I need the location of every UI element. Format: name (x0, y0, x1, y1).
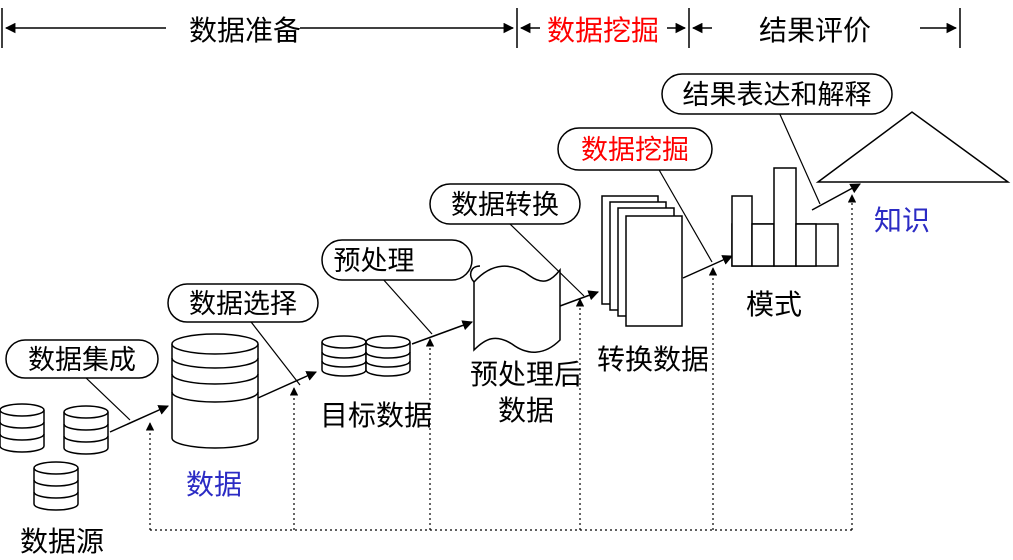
data-warehouse-icon (171, 333, 259, 449)
stage-label-data: 数据 (186, 468, 242, 501)
phase-label-mining: 数据挖掘 (547, 14, 659, 47)
leader-line (381, 277, 433, 335)
leader-line (777, 109, 821, 205)
flow-arrow (411, 320, 473, 345)
target-data-cylinders (321, 335, 411, 377)
stage-label-pattern: 模式 (746, 288, 802, 321)
leader-lines (83, 109, 821, 421)
phase-label-prep: 数据准备 (189, 14, 301, 47)
database-icon (63, 405, 109, 455)
data-source-cylinders (0, 403, 109, 511)
leader-line (83, 375, 131, 421)
flow-arrow (811, 183, 861, 211)
pattern-bars-icon (731, 167, 839, 267)
preprocessed-document-icon (469, 265, 561, 353)
feedback-loop (145, 194, 857, 531)
step-label-mining: 数据挖掘 (581, 135, 689, 166)
step-bubble-interpret: 结果表达和解释 (661, 73, 893, 115)
stage-label-target: 目标数据 (320, 399, 432, 432)
step-bubble-integration: 数据集成 (5, 339, 159, 379)
flow-arrow (559, 290, 599, 307)
flow-arrow (682, 255, 733, 279)
step-bubble-mining: 数据挖掘 (557, 127, 713, 171)
leader-line (247, 317, 301, 386)
stage-labels: 数据源 数据 目标数据 预处理后 数据 转换数据 模式 知识 (20, 204, 930, 558)
stage-label-preprocessed: 预处理后 (470, 358, 582, 391)
leader-line (657, 167, 713, 263)
leader-line (507, 221, 585, 297)
stage-label-source: 数据源 (20, 525, 104, 558)
step-bubble-preprocess: 预处理 (321, 239, 473, 281)
step-label-selection: 数据选择 (189, 289, 297, 320)
step-label-interpret: 结果表达和解释 (683, 80, 872, 111)
database-icon (321, 335, 367, 377)
step-label-integration: 数据集成 (28, 345, 136, 376)
pattern-bar (795, 223, 817, 267)
step-label-transform: 数据转换 (451, 190, 559, 221)
stage-label-transformed: 转换数据 (597, 343, 709, 376)
pattern-bar (731, 195, 753, 267)
stage-label-knowledge: 知识 (874, 204, 930, 237)
knowledge-triangle-icon (815, 111, 1011, 183)
pattern-bar (773, 167, 797, 267)
step-label-preprocess: 预处理 (334, 246, 415, 277)
stage-label-preprocessed-2: 数据 (498, 394, 554, 427)
transformed-pages-icon (601, 195, 683, 327)
database-icon (0, 403, 45, 453)
phase-bar: 数据准备 数据挖掘 结果评价 (1, 8, 961, 48)
flow-arrow (109, 405, 169, 433)
database-icon (365, 335, 411, 377)
pattern-bar (751, 223, 775, 267)
page-sheet (625, 215, 683, 327)
flow-arrows (109, 183, 861, 433)
database-icon (33, 461, 79, 511)
step-bubble-selection: 数据选择 (167, 283, 319, 323)
flow-arrow (257, 371, 317, 399)
step-bubble-transform: 数据转换 (429, 183, 581, 225)
phase-label-eval: 结果评价 (759, 14, 871, 47)
